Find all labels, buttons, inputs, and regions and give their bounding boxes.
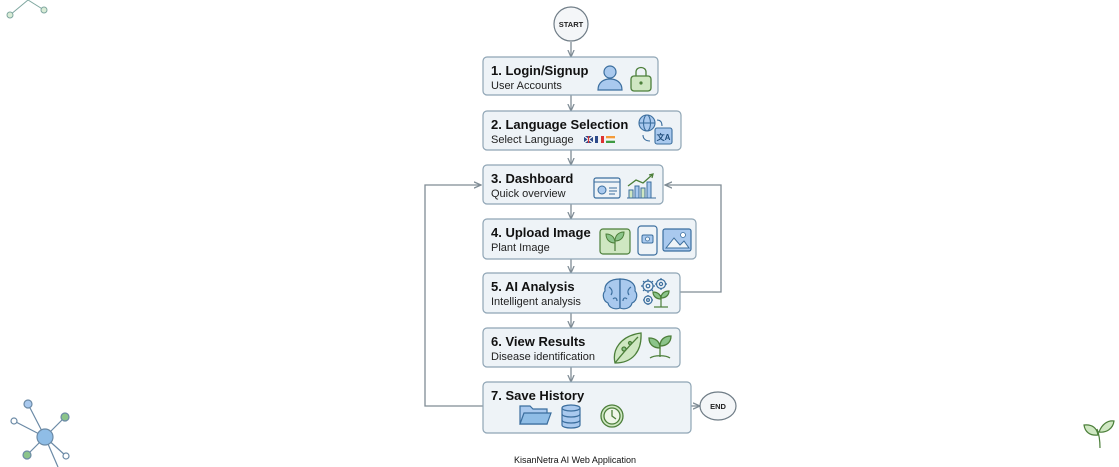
step-7-box: 7. Save History [482,381,692,434]
step-3-title: 3. Dashboard [491,171,573,186]
step-4-box: 4. Upload Image Plant Image [482,218,697,260]
start-label: START [559,20,584,29]
clock-icon [600,404,624,428]
phone-camera-icon [637,225,658,256]
user-icon [597,65,623,91]
step-6-subtitle: Disease identification [491,351,595,363]
step-2-subtitle: Select Language [491,134,574,146]
step-3-subtitle: Quick overview [491,188,566,200]
step-6-box: 6. View Results Disease identification [482,327,681,368]
sprout-icon [652,290,670,308]
step-7-title: 7. Save History [491,388,585,403]
step-5-title: 5. AI Analysis [491,279,575,294]
plant-icon [599,228,631,255]
step-4-subtitle: Plant Image [491,242,550,254]
step-1-subtitle: User Accounts [491,80,562,92]
leaf-icon [613,332,642,364]
folder-icon [519,405,552,425]
step-5-subtitle: Intelligent analysis [491,296,581,308]
end-node: END [699,391,737,421]
translate-icon: 文A [642,127,673,145]
brain-icon [602,278,638,310]
step-2-box: 2. Language Selection Select Language 文A [482,110,682,151]
loop-step7-to-step3 [424,185,483,407]
step-3-box: 3. Dashboard Quick overview [482,164,664,205]
svg-text:文A: 文A [657,132,671,142]
database-icon [561,404,581,429]
seedling-icon [648,335,672,359]
network-icon-top [6,0,48,19]
step-6-title: 6. View Results [491,334,585,349]
sprout-corner-icon [1083,420,1115,449]
globe-icon [638,114,663,132]
connectors [424,42,722,407]
dashboard-icon [593,177,621,199]
step-1-title: 1. Login/Signup [491,63,589,78]
image-icon [662,228,692,252]
bar-chart-icon [627,173,656,199]
gears-icon [641,278,667,305]
network-icon [10,399,70,467]
step-1-box: 1. Login/Signup User Accounts [482,56,659,96]
step-2-title: 2. Language Selection [491,117,628,132]
step-4-title: 4. Upload Image [491,225,591,240]
start-node: START [553,6,589,42]
lock-icon [630,66,652,92]
step-5-box: 5. AI Analysis Intelligent analysis [482,272,681,314]
end-label: END [710,402,726,411]
footer-caption: KisanNetra AI Web Application [514,455,636,465]
loop-step5-to-step3 [665,185,722,293]
flags-icon [583,135,615,144]
